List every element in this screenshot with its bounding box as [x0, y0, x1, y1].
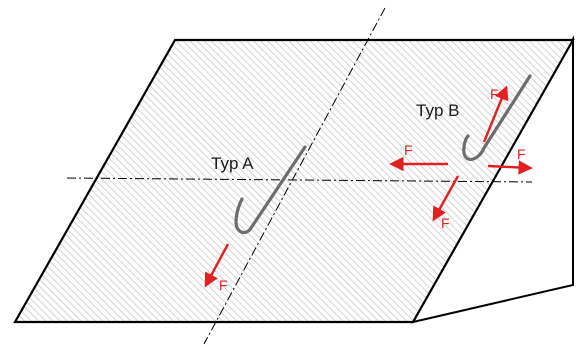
force-label-a: F	[219, 277, 228, 293]
force-arrow-a	[204, 243, 230, 288]
force-arrow-b-up	[482, 85, 509, 143]
force-arrow-b-right	[487, 160, 533, 175]
label-type-a: Typ A	[211, 154, 254, 173]
hook-type-b	[462, 74, 532, 162]
force-label-b-up: F	[490, 86, 499, 102]
inclined-plane	[13, 38, 575, 324]
label-type-b: Typ B	[416, 101, 459, 120]
force-arrow-b-down	[432, 175, 460, 222]
force-label-b-right: F	[517, 146, 526, 162]
force-label-b-down: F	[441, 215, 450, 231]
force-label-b-left: F	[404, 142, 413, 158]
vertical-axis	[203, 7, 386, 345]
hook-type-a	[234, 145, 307, 235]
